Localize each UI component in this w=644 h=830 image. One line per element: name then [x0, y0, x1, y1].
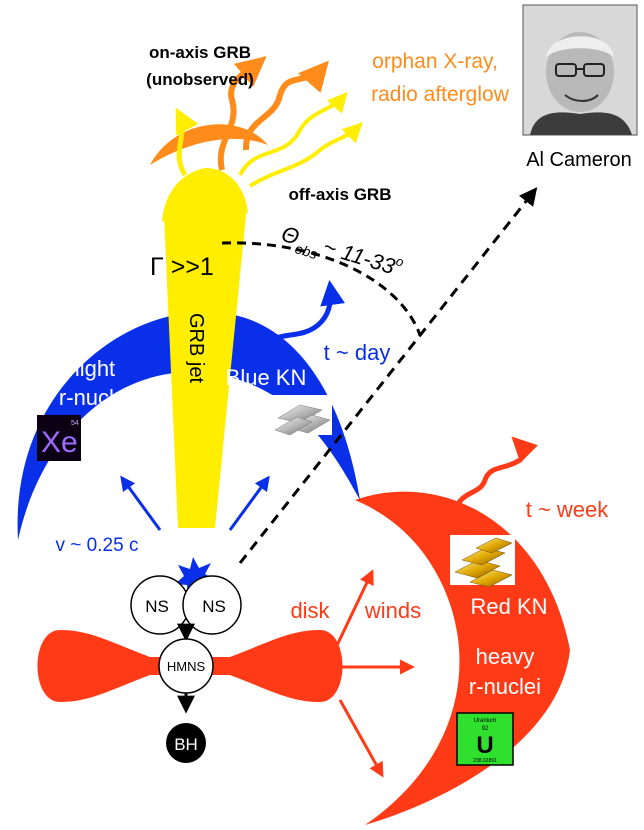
v-blue-label: v ~ 0.25 c	[56, 535, 139, 556]
heavy-label-1: heavy	[476, 644, 535, 669]
orange-wavy-arrow-2	[242, 60, 329, 151]
red-kn-crescent	[355, 491, 570, 825]
u-mass: 238.02891	[473, 758, 497, 764]
orphan-label-2: radio afterglow	[371, 83, 510, 106]
v-red-label: v ~ 0.1 c	[369, 697, 441, 718]
xe-number: 54	[71, 420, 79, 427]
u-name: Uranium	[474, 718, 497, 724]
silver-bars-image	[272, 395, 332, 436]
blue-kn-crescent	[17, 311, 360, 540]
red-arrow-down	[338, 699, 384, 778]
on-axis-label-2: (unobserved)	[146, 70, 254, 89]
t-week-label: t ~ week	[526, 497, 610, 522]
portrait-caption: Al Cameron	[526, 149, 632, 171]
jet-cap	[162, 168, 248, 222]
off-axis-label: off-axis GRB	[289, 185, 392, 204]
on-axis-label-1: on-axis GRB	[149, 43, 251, 62]
xe-symbol: Xe	[41, 426, 78, 459]
yellow-wavy-arrow-left	[175, 107, 199, 177]
blue-arrow-right	[228, 475, 270, 531]
blue-wavy-arrow	[263, 280, 346, 347]
winds-label: winds	[364, 598, 421, 623]
xenon-tile: Xe 54	[37, 415, 81, 461]
light-label-1: light	[75, 356, 115, 381]
hmns-label: HMNS	[167, 659, 206, 674]
line-of-sight	[238, 187, 538, 564]
t-day-label: t ~ day	[324, 340, 391, 365]
neutron-star-right	[182, 575, 242, 635]
uranium-tile: Uranium 92 U 238.02891	[456, 712, 514, 766]
yellow-wavy-arrow-2	[248, 122, 363, 188]
ns-left-label: NS	[145, 597, 169, 616]
blue-arrow-left	[120, 475, 162, 531]
grb-jet-label: GRB jet	[185, 313, 207, 383]
theta-degree: o	[394, 253, 405, 269]
theta-arc	[221, 241, 422, 336]
blue-kn-label: Blue KN	[226, 365, 307, 390]
orange-crescent	[150, 124, 268, 165]
theta-subscript: obs	[293, 240, 319, 262]
svg-text:Θobs~ 11-33o: Θobs~ 11-33o	[277, 219, 406, 287]
red-wavy-arrow	[452, 436, 538, 512]
black-hole	[166, 723, 206, 763]
gold-bars-image	[450, 535, 515, 588]
al-cameron-portrait	[522, 4, 638, 136]
theta-label: Θobs~ 11-33o	[277, 219, 406, 287]
ns-right-label: NS	[202, 597, 226, 616]
heavy-label-2: r-nuclei	[469, 674, 541, 699]
bh-label: BH	[174, 735, 198, 754]
light-label-2: r-nuclei	[59, 385, 131, 410]
red-kn-label: Red KN	[470, 594, 547, 619]
orphan-label-1: orphan X-ray,	[372, 50, 498, 73]
u-number: 92	[482, 726, 489, 732]
lorentz-label: Γ >>1	[150, 253, 214, 281]
orange-wavy-arrow-1	[217, 56, 267, 171]
yellow-wavy-arrow-1	[238, 92, 348, 176]
u-symbol: U	[476, 732, 493, 759]
disk-label: disk	[290, 598, 330, 623]
grb-jet	[164, 181, 246, 528]
theta-symbol: Θ	[279, 221, 303, 250]
merger-flash-icon	[175, 557, 216, 597]
